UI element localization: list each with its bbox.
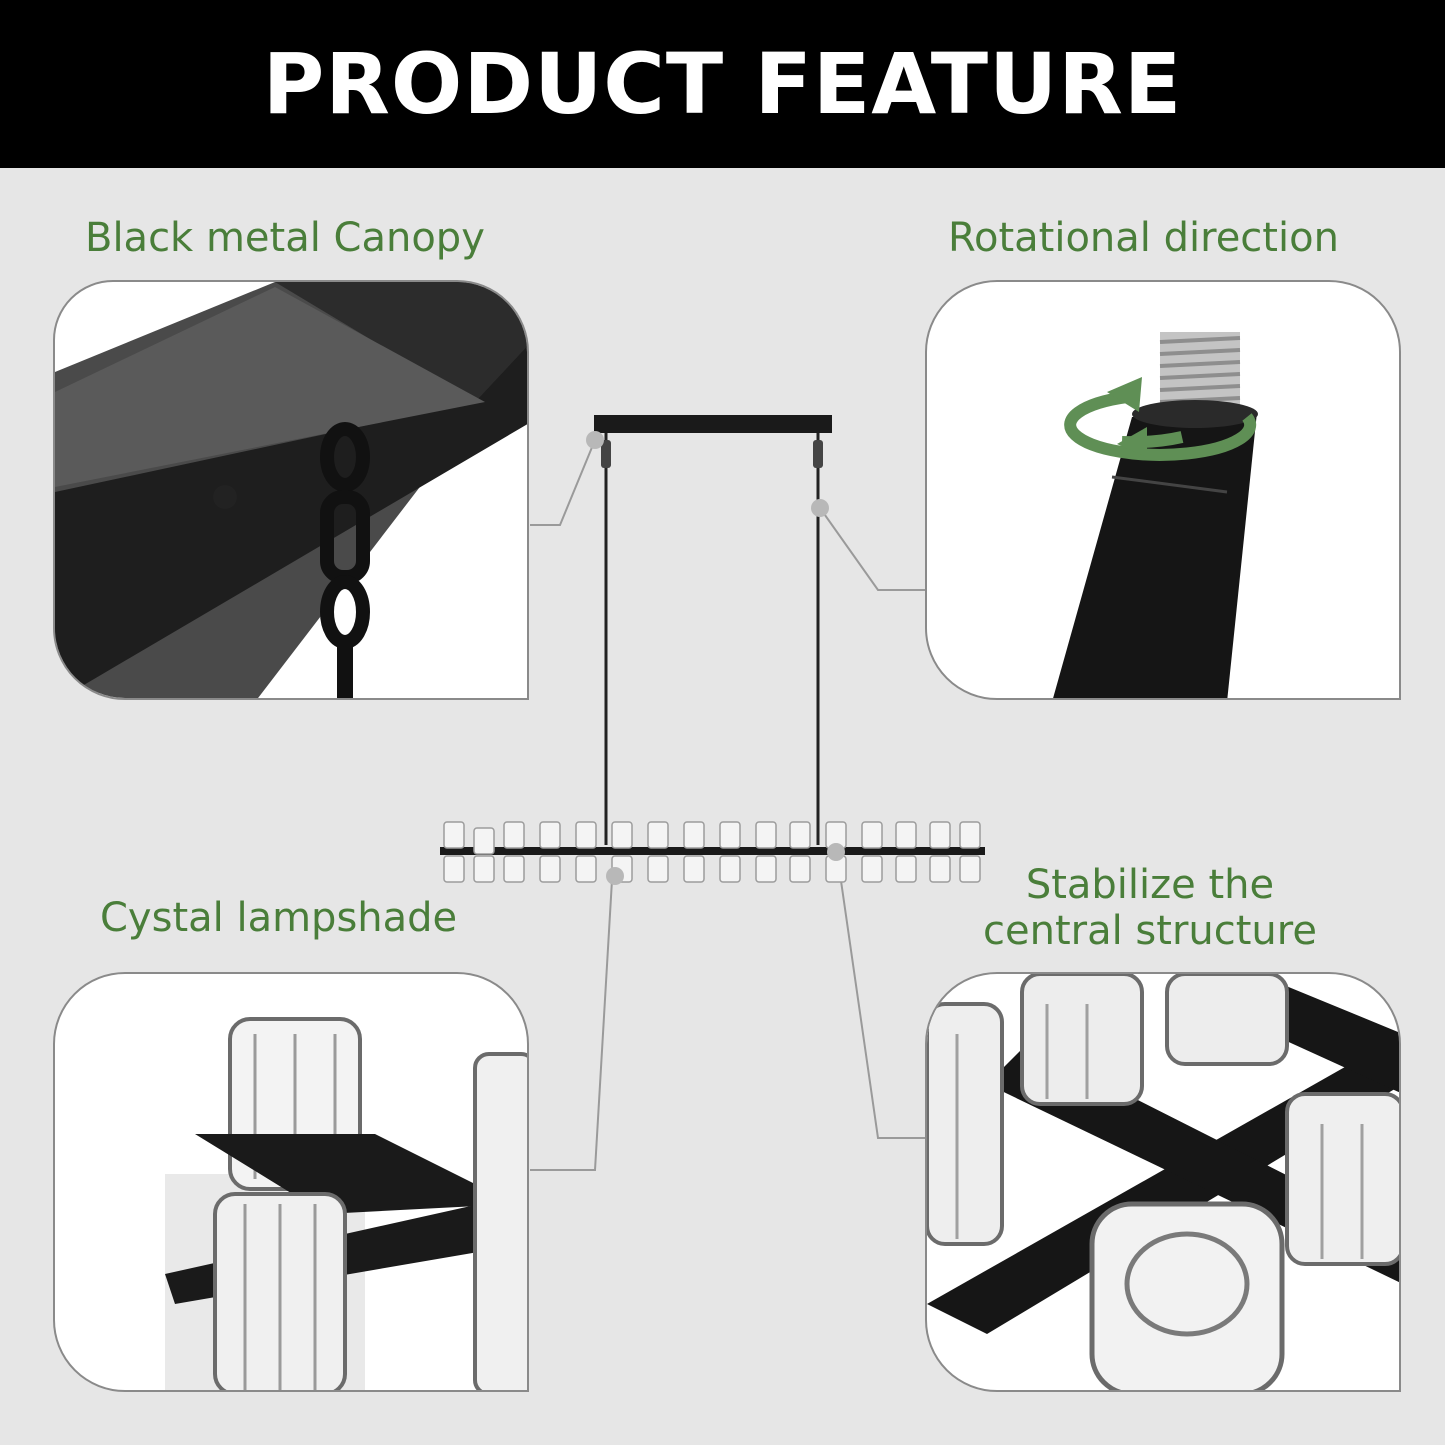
feature-label-stabilize-line1: Stabilize the [1025, 862, 1275, 908]
feature-label-rotation: Rotational direction [948, 215, 1339, 261]
callout-dots [586, 431, 845, 885]
feature-label-canopy: Black metal Canopy [85, 215, 485, 261]
panel-lampshade [53, 972, 529, 1392]
page-title: PRODUCT FEATURE [262, 35, 1183, 133]
leader-lines [530, 439, 925, 1171]
panel-canopy [53, 280, 529, 700]
panel-stabilize [925, 972, 1401, 1392]
crystal-shades [443, 821, 981, 883]
feature-label-stabilize: Stabilize the central structure [983, 862, 1317, 954]
frame-bar [440, 847, 985, 855]
black-tube [1053, 412, 1257, 698]
threaded-rod [1159, 332, 1241, 412]
canopy-bar [594, 415, 832, 433]
header-banner: PRODUCT FEATURE [0, 0, 1445, 168]
feature-label-lampshade: Cystal lampshade [100, 895, 458, 941]
panel-rotation [925, 280, 1401, 700]
feature-label-stabilize-line2: central structure [983, 908, 1317, 954]
